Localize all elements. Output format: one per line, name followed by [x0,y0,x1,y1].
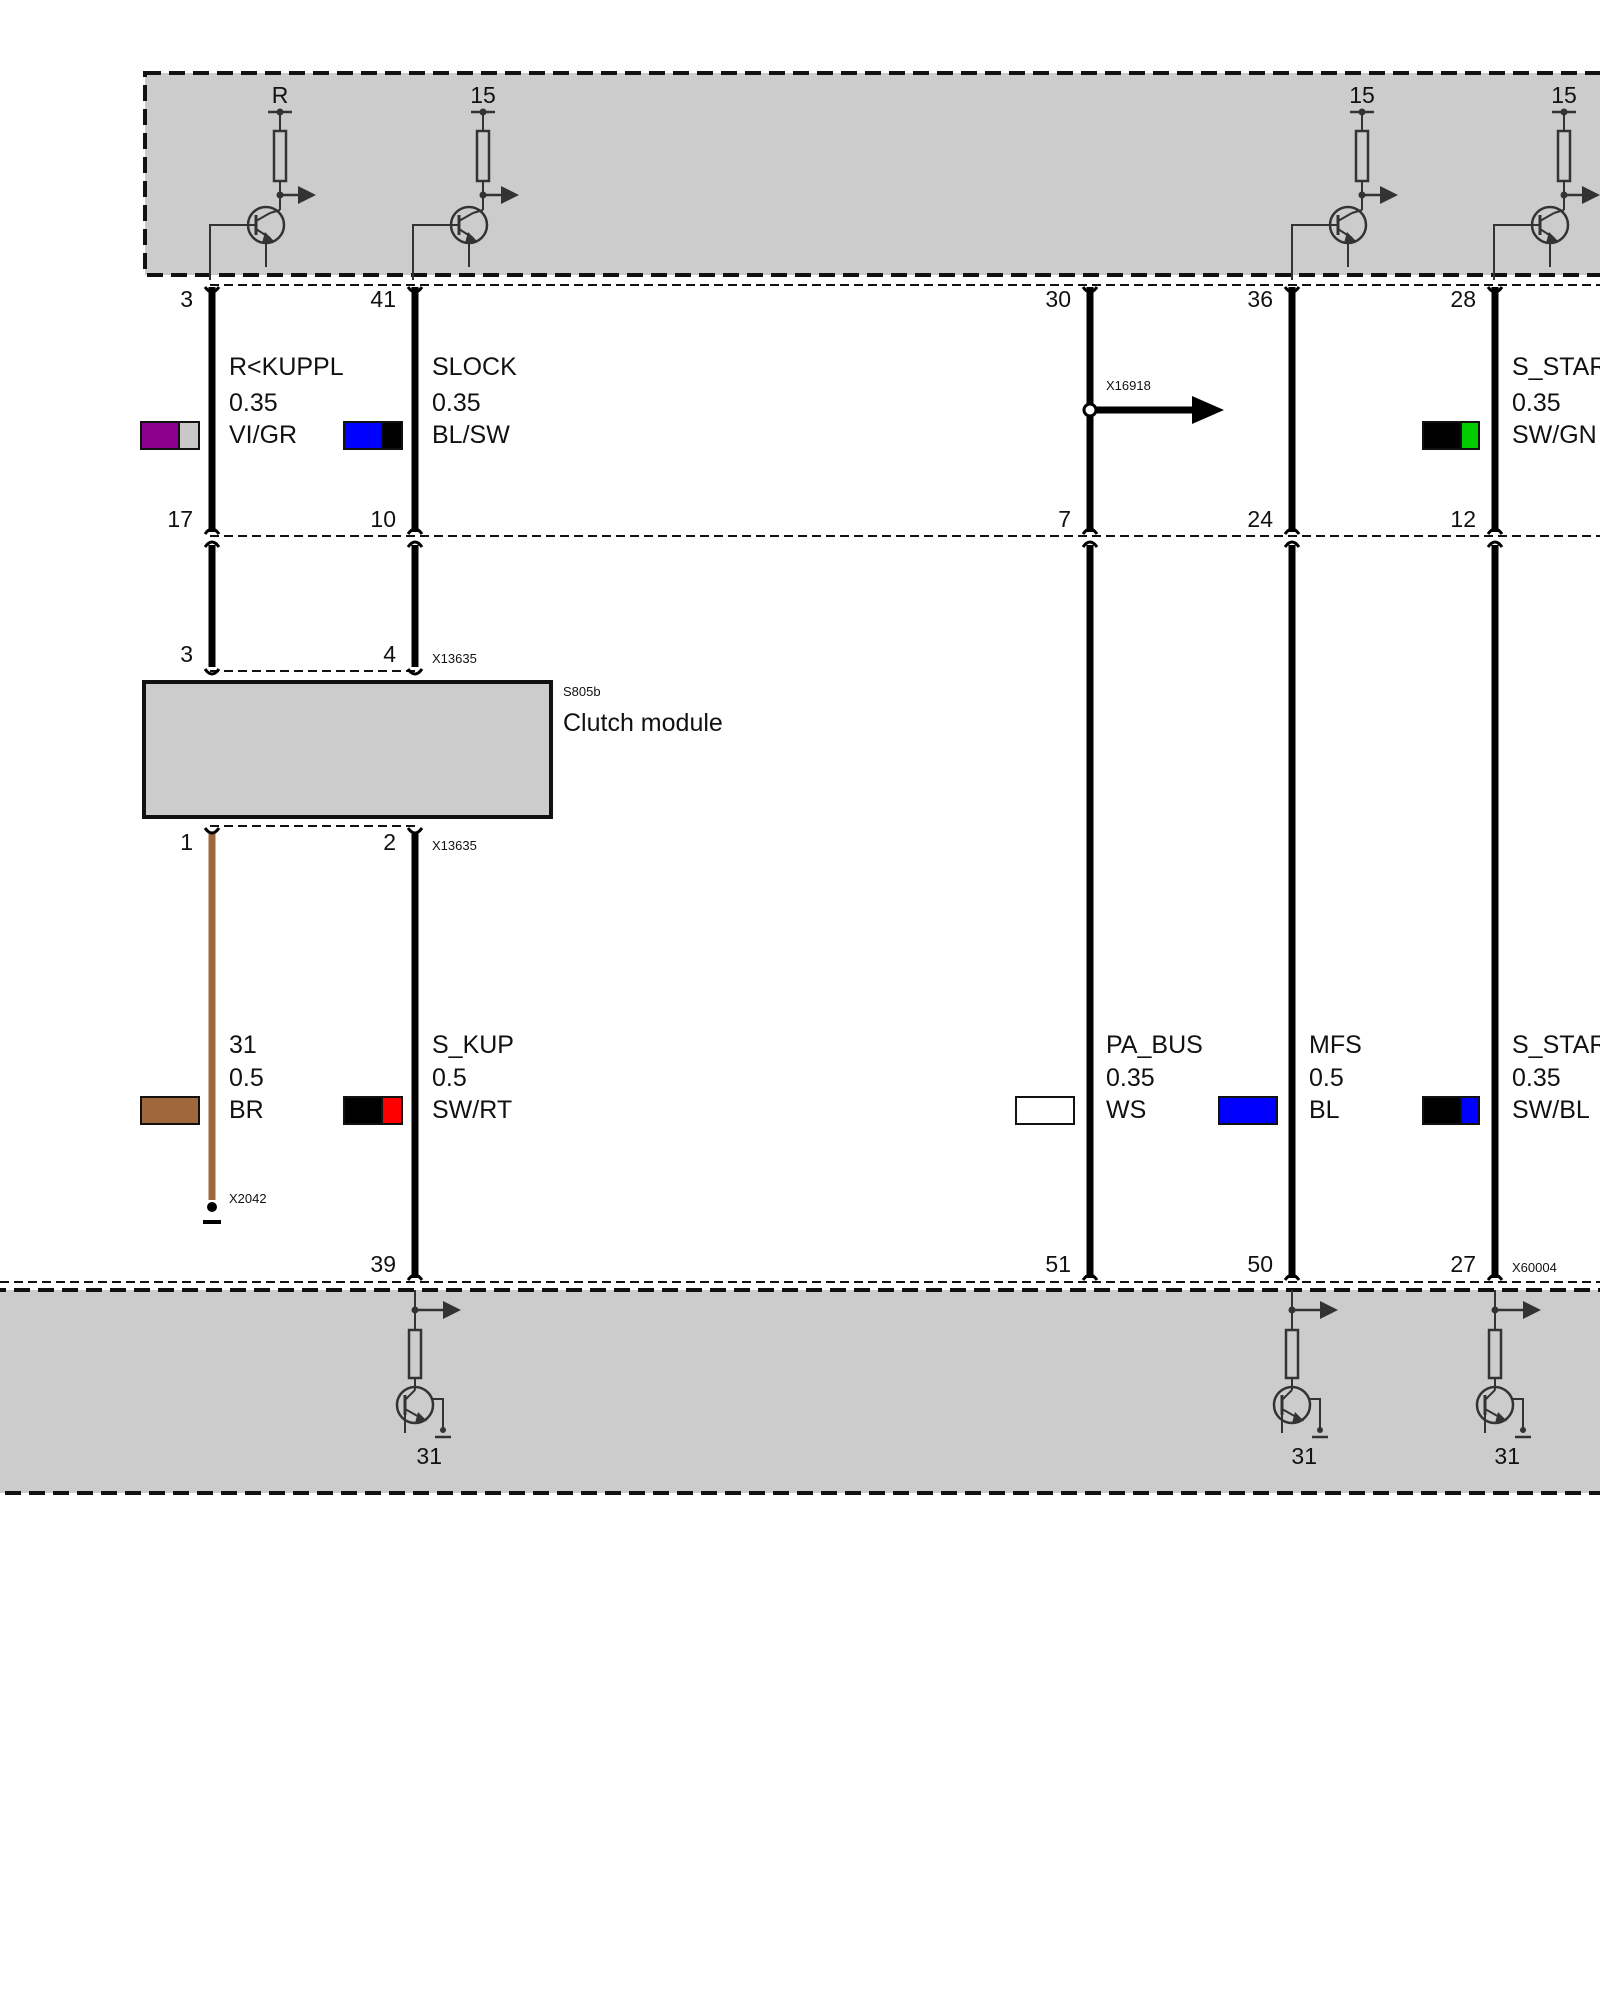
clutch-module-name: Clutch module [563,709,723,737]
swatch-bl [1218,1096,1278,1125]
wire-labels: R<KUPPL 0.35 VI/GR SLOCK 0.35 BL/SW S_ST… [229,353,1600,1124]
clutch-pin: 4 [383,641,396,667]
pin-number: 24 [1247,506,1273,532]
wire-gauge: 0.35 [1512,1064,1561,1092]
clutch-pin: 2 [383,829,396,855]
swatch-sw-rt-secondary [381,1096,403,1125]
pin-number: 36 [1247,286,1273,312]
wire-segments [208,287,1499,1278]
swatch-vi-gr-secondary [178,421,200,450]
wire-gauge: 0.35 [1512,389,1561,417]
supply-label: 15 [1551,82,1577,108]
top-driver-2: 15 [412,82,521,280]
pin-number: 51 [1045,1251,1071,1277]
ground-label: 31 [1291,1443,1317,1469]
bottom-right-connector-label: X60004 [1512,1260,1557,1275]
clutch-pin: 3 [180,641,193,667]
swatch-sw-gn-primary [1422,421,1462,450]
pin-number: 39 [370,1251,396,1277]
wire-signal: MFS [1309,1031,1362,1059]
swatch-bl-sw-secondary [381,421,403,450]
wire-signal: PA_BUS [1106,1031,1203,1059]
bottom-control-unit [0,1288,1600,1495]
pin-number: 3 [180,286,193,312]
wire-gauge: 0.35 [432,389,481,417]
supply-label: 15 [1349,82,1375,108]
swatch-vi-gr-primary [140,421,180,450]
wire-gauge: 0.5 [432,1064,467,1092]
pin-number: 50 [1247,1251,1273,1277]
bottom-driver-2: 31 [1272,1288,1340,1469]
clutch-module-box [142,680,553,819]
ground-point: X2042 [203,1191,267,1224]
swatch-sw-bl-secondary [1460,1096,1480,1125]
wire-gauge: 0.35 [229,389,278,417]
wire-color-code: SW/GN [1512,421,1597,449]
pin-number: 41 [370,286,396,312]
pin-notches [203,286,1504,1281]
ground-label: 31 [416,1443,442,1469]
wire-color-code: BL/SW [432,421,510,449]
wire-color-code: BL [1309,1096,1340,1124]
branch-connector-label: X16918 [1106,378,1151,393]
top-driver-4: 15 [1493,82,1600,280]
wire-gauge: 0.35 [1106,1064,1155,1092]
swatch-ws [1015,1096,1075,1125]
pin-number: 17 [167,506,193,532]
pin-number: 10 [370,506,396,532]
branch-arrow: X16918 [1082,378,1224,424]
pin-number: 30 [1045,286,1071,312]
supply-label: 15 [470,82,496,108]
wire-signal: SLOCK [432,353,517,381]
wire-signal: S_STAR [1512,1031,1600,1059]
top-driver-3: 15 [1291,82,1400,280]
pin-numbers: 3 41 30 36 28 17 10 7 24 12 39 51 50 27 … [167,286,1556,1277]
clutch-pin: 1 [180,829,193,855]
top-driver-1: R [209,82,318,280]
bottom-driver-3: 31 [1475,1288,1543,1469]
clutch-connector-top: X13635 [432,651,477,666]
color-swatches [140,421,1480,1125]
wire-signal: S_KUP [432,1031,514,1059]
wire-signal: S_STAR [1512,353,1600,381]
swatch-sw-bl-primary [1422,1096,1462,1125]
wire-gauge: 0.5 [229,1064,264,1092]
bottom-driver-1: 31 [395,1288,463,1469]
swatch-sw-gn-secondary [1460,421,1480,450]
wire-color-code: BR [229,1096,264,1124]
wire-signal: 31 [229,1031,257,1059]
wire-gauge: 0.5 [1309,1064,1344,1092]
wire-color-code: WS [1106,1096,1146,1124]
supply-label: R [272,82,289,108]
swatch-sw-rt-primary [343,1096,383,1125]
swatch-bl-sw-primary [343,421,383,450]
pin-number: 28 [1450,286,1476,312]
ground-label: 31 [1494,1443,1520,1469]
swatch-br [140,1096,200,1125]
pin-number: 7 [1058,506,1071,532]
wire-color-code: SW/RT [432,1096,512,1124]
clutch-module-id: S805b [563,684,601,699]
pin-number: 12 [1450,506,1476,532]
pin-number: 27 [1450,1251,1476,1277]
wire-color-code: SW/BL [1512,1096,1590,1124]
top-control-unit [143,71,1600,277]
wire-signal: R<KUPPL [229,353,344,381]
ground-connector-label: X2042 [229,1191,267,1206]
wire-color-code: VI/GR [229,421,297,449]
clutch-connector-bottom: X13635 [432,838,477,853]
